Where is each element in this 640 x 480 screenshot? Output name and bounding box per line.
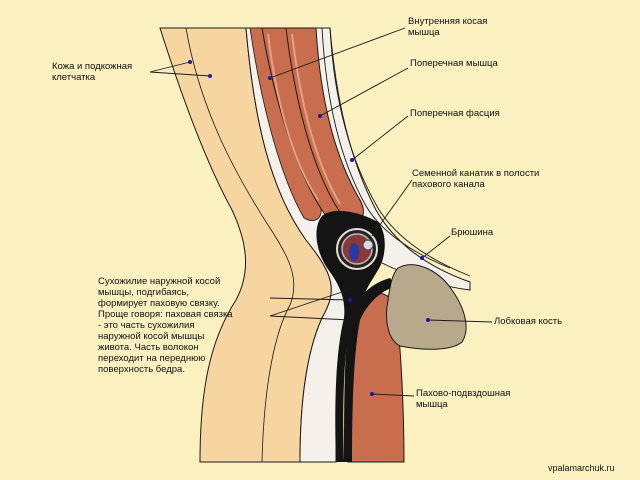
label-pubic-bone: Лобковая кость (494, 316, 624, 327)
label-transverse-fascia: Поперечная фасция (410, 108, 560, 119)
label-skin: Кожа и подкожная клетчатка (52, 61, 172, 83)
label-spermatic-cord: Семенной канатик в полости пахового кана… (412, 168, 602, 190)
watermark: vpalamarchuk.ru (548, 463, 638, 474)
label-iliopsoas: Пахово-подвздошная мышца (416, 388, 556, 410)
label-internal-oblique: Внутренняя косая мышца (408, 16, 558, 38)
vas-deferens (363, 240, 373, 250)
label-external-oblique-tendon: Сухожилие наружной косой мышцы, подгибая… (98, 276, 278, 375)
spermatic-vessel (349, 243, 359, 261)
label-transverse-muscle: Поперечная мышца (410, 58, 560, 69)
label-peritoneum: Брюшина (451, 227, 571, 238)
